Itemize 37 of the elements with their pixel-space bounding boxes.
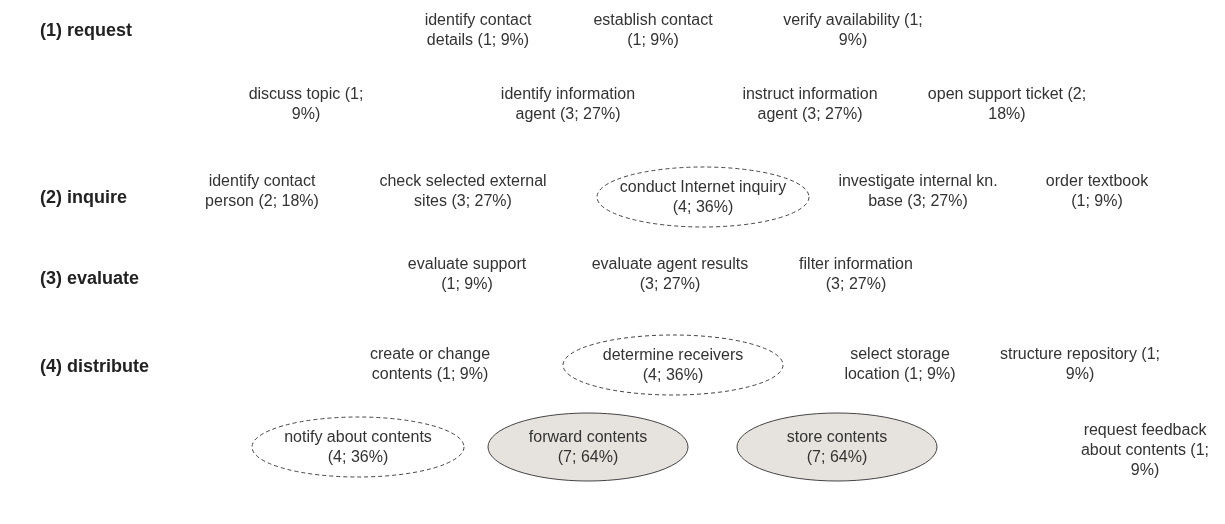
activity-count: (7; 64%) — [806, 447, 868, 467]
activity-count: (7; 64%) — [557, 447, 619, 467]
activity-label: evaluate agent results (3; 27%) — [590, 254, 750, 294]
activity-label: verify availability (1; 9%) — [782, 10, 924, 50]
activity-label: request feedback about contents (1; 9%) — [1079, 420, 1211, 480]
dashed-ellipse — [562, 334, 784, 396]
activity-label: evaluate support (1; 9%) — [406, 254, 528, 294]
row-heading: (1) request — [40, 20, 133, 41]
activity-label: investigate internal kn. base (3; 27%) — [837, 171, 999, 211]
row-heading: (3) evaluate — [40, 268, 140, 289]
activity-name: conduct Internet inquiry — [619, 177, 787, 197]
activity-label: instruct information agent (3; 27%) — [741, 84, 879, 124]
dashed-ellipse — [596, 166, 810, 228]
activity-label: select storage location (1; 9%) — [843, 344, 957, 384]
dashed-ellipse — [251, 416, 465, 478]
activity-name: notify about contents — [284, 427, 432, 447]
activity-count: (4; 36%) — [642, 365, 704, 385]
shaded-ellipse — [736, 412, 938, 482]
row-heading: (4) distribute — [40, 356, 149, 377]
activity-label: create or change contents (1; 9%) — [368, 344, 492, 384]
activity-name: store contents — [786, 427, 888, 447]
activity-label: identify contact details (1; 9%) — [423, 10, 533, 50]
activity-label: check selected external sites (3; 27%) — [378, 171, 548, 211]
activity-label: establish contact (1; 9%) — [592, 10, 714, 50]
shaded-ellipse — [487, 412, 689, 482]
activity-name: determine receivers — [602, 345, 744, 365]
activity-label: discuss topic (1; 9%) — [247, 84, 365, 124]
row-heading: (2) inquire — [40, 187, 127, 208]
activity-name: forward contents — [528, 427, 648, 447]
activity-label: identify contact person (2; 18%) — [204, 171, 320, 211]
activity-label: identify information agent (3; 27%) — [499, 84, 637, 124]
activity-count: (4; 36%) — [327, 447, 389, 467]
activity-count: (4; 36%) — [672, 197, 734, 217]
activity-label: order textbook (1; 9%) — [1044, 171, 1150, 211]
activity-label: open support ticket (2; 18%) — [927, 84, 1087, 124]
activity-label: structure repository (1; 9%) — [998, 344, 1162, 384]
activity-label: filter information (3; 27%) — [798, 254, 914, 294]
